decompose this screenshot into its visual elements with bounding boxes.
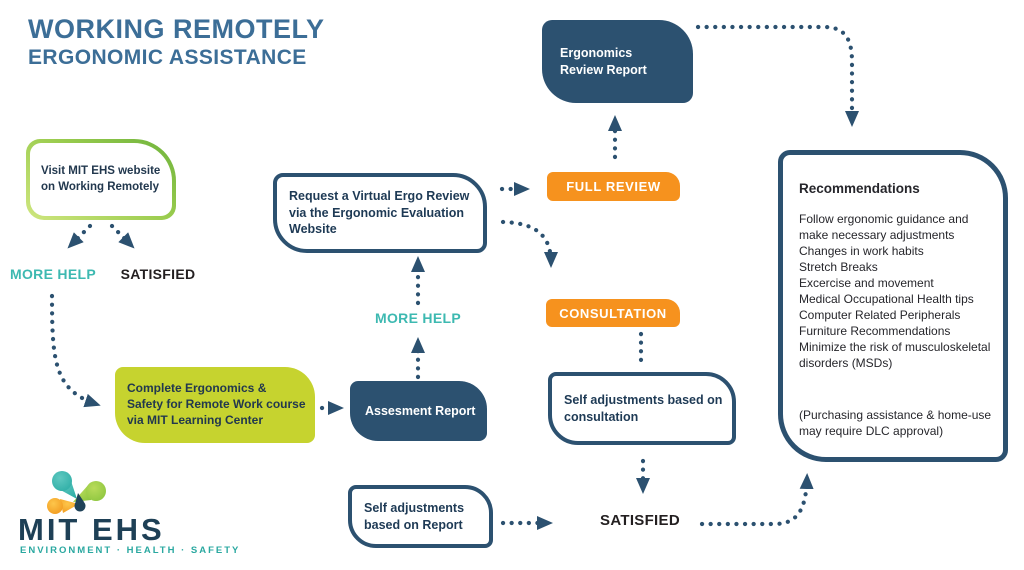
recommendation-item: Computer Related Peripherals (799, 308, 961, 322)
logo-tagline: ENVIRONMENT · HEALTH · SAFETY (20, 545, 241, 556)
recommendation-item: Follow ergonomic guidance and make neces… (799, 212, 969, 242)
consultation-tag: CONSULTATION (546, 299, 680, 327)
dotted-connector (699, 473, 814, 527)
dotted-connector (49, 293, 101, 408)
full-review-tag: FULL REVIEW (547, 172, 680, 201)
request-review-box: Request a Virtual Ergo Review via the Er… (273, 173, 487, 253)
self-adjust-report-box: Self adjustments based on Report (348, 485, 493, 548)
recommendation-item: Minimize the risk of musculoskeletal dis… (799, 340, 991, 370)
recommendation-item: Changes in work habits (799, 244, 924, 258)
visit-website-text: Visit MIT EHS website on Working Remotel… (30, 143, 172, 216)
recommendation-item: Furniture Recommendations (799, 324, 951, 338)
self-adjust-consultation-box: Self adjustments based on consultation (548, 372, 736, 445)
recommendations-note: (Purchasing assistance & home-use may re… (799, 408, 992, 438)
visit-website-box: Visit MIT EHS website on Working Remotel… (26, 139, 176, 220)
assessment-report-box: Assesment Report (350, 381, 487, 441)
page-subtitle: ERGONOMIC ASSISTANCE (28, 46, 307, 69)
ergonomics-review-report-box: Ergonomics Review Report (542, 20, 693, 103)
page-title: WORKING REMOTELY (28, 14, 325, 44)
satisfied-label-2: SATISFIED (600, 512, 680, 529)
dotted-connector (67, 223, 93, 249)
logo-wordmark: MIT EHS (18, 512, 165, 547)
recommendations-box: Recommendations Follow ergonomic guidanc… (778, 150, 1008, 462)
recommendation-item: Medical Occupational Health tips (799, 292, 974, 306)
course-box: Complete Ergonomics & Safety for Remote … (115, 367, 315, 443)
recommendation-item: Excercise and movement (799, 276, 934, 290)
recommendations-title: Recommendations (799, 181, 920, 196)
more-help-label-1: MORE HELP (10, 266, 96, 282)
satisfied-label-1: SATISFIED (120, 266, 196, 282)
recommendation-item: Stretch Breaks (799, 260, 878, 274)
dotted-connector (109, 223, 135, 249)
dotted-connector (500, 219, 558, 268)
more-help-label-2: MORE HELP (375, 310, 461, 326)
dotted-connector (695, 24, 859, 127)
pinwheel-icon (47, 471, 106, 514)
